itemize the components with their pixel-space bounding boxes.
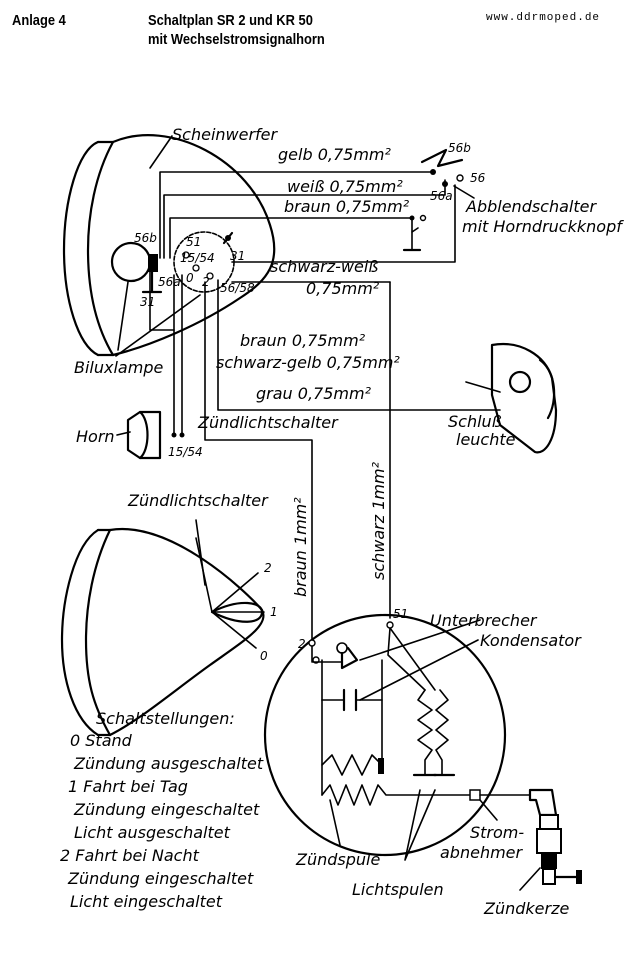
wire-label-schwarz-1mm: schwarz 1mm²: [369, 461, 388, 580]
label-abblendschalter: Abblendschalter: [465, 197, 597, 216]
switch-positions-heading: Schaltstellungen:: [96, 709, 235, 728]
label-lichtspulen: Lichtspulen: [352, 880, 444, 899]
terminal-15-54-switch: 15/54: [180, 251, 215, 265]
wire-label-braun-top: braun 0,75mm²: [284, 197, 410, 216]
horn: [126, 410, 185, 460]
wire-label-braun-mid: braun 0,75mm²: [240, 331, 366, 350]
position-0: 0: [260, 649, 268, 663]
label-zuendkerze: Zündkerze: [483, 899, 569, 918]
label-stromabnehmer-1: Strom-: [470, 823, 524, 842]
page-title-line-1: Schaltplan SR 2 und KR 50: [148, 12, 313, 29]
terminal-31-switch: 31: [230, 249, 245, 263]
terminal-31-lamp: 31: [140, 295, 155, 309]
website-link[interactable]: www.ddrmoped.de: [486, 12, 601, 24]
terminal-2-switch: 2: [202, 275, 210, 289]
dimmer-switch: [409, 148, 464, 222]
label-schlussleuchte-2: leuchte: [456, 430, 516, 449]
terminal-56b-switch: 56b: [448, 141, 471, 155]
wiring-harness: [149, 171, 501, 641]
terminal-56a-lamp: 56a: [158, 275, 181, 289]
label-stromabnehmer-2: abnehmer: [440, 843, 524, 862]
label-horn: Horn: [76, 427, 115, 446]
terminal-2-generator: 2: [298, 637, 306, 651]
switch-position-line: Zündung eingeschaltet: [67, 869, 254, 888]
terminal-0-switch: 0: [186, 271, 194, 285]
terminal-51-generator: 51: [393, 607, 408, 621]
wire-label-weiss: weiß 0,75mm²: [287, 177, 403, 196]
tail-light: [490, 342, 558, 454]
terminal-56a-switch: 56a: [430, 189, 453, 203]
label-zuendlichtschalter-wire: Zündlichtschalter: [197, 413, 339, 432]
position-2: 2: [264, 561, 272, 575]
terminal-56b-lamp: 56b: [134, 231, 157, 245]
switch-position-line: Zündung ausgeschaltet: [73, 754, 264, 773]
label-schlussleuchte-1: Schluß: [448, 412, 502, 431]
switch-position-line: Licht eingeschaltet: [70, 892, 223, 911]
label-horndruckknopf: mit Horndruckknopf: [462, 217, 624, 236]
switch-position-line: 0 Stand: [70, 731, 133, 750]
wire-label-braun-1mm: braun 1mm²: [291, 497, 310, 597]
page-title-line-2: mit Wechselstromsignalhorn: [148, 31, 325, 48]
headlight-switch-detail: [60, 527, 265, 737]
label-kondensator: Kondensator: [480, 631, 582, 650]
spark-plug: [469, 788, 582, 885]
switch-position-line: Licht ausgeschaltet: [74, 823, 231, 842]
terminal-56-switch: 56: [470, 171, 486, 185]
switch-position-line: Zündung eingeschaltet: [73, 800, 260, 819]
label-zuendspule: Zündspule: [295, 850, 380, 869]
attachment-label: Anlage 4: [12, 12, 66, 29]
wire-label-gelb: gelb 0,75mm²: [278, 145, 391, 164]
wire-label-schwarz-weiss: schwarz-weiß: [270, 257, 378, 276]
wire-label-schwarz-weiss-size: 0,75mm²: [306, 279, 380, 298]
label-unterbrecher: Unterbrecher: [430, 611, 538, 630]
terminal-56-58-switch: 56/58: [220, 281, 255, 295]
wire-label-grau: grau 0,75mm²: [256, 384, 372, 403]
bilux-lamp: [110, 241, 163, 294]
wire-label-schwarz-gelb: schwarz-gelb 0,75mm²: [216, 353, 400, 372]
leader-lines: [115, 135, 541, 891]
position-1: 1: [270, 605, 278, 619]
label-zuendlichtschalter-detail: Zündlichtschalter: [127, 491, 269, 510]
terminal-51-switch: 51: [186, 235, 201, 249]
terminal-15-54-horn: 15/54: [168, 445, 203, 459]
switch-position-line: 2 Fahrt bei Nacht: [60, 846, 200, 865]
label-biluxlampe: Biluxlampe: [74, 358, 163, 377]
magneto-generator: [263, 613, 507, 857]
switch-position-line: 1 Fahrt bei Tag: [68, 777, 188, 796]
headlight: [62, 134, 276, 357]
label-scheinwerfer: Scheinwerfer: [172, 125, 279, 144]
